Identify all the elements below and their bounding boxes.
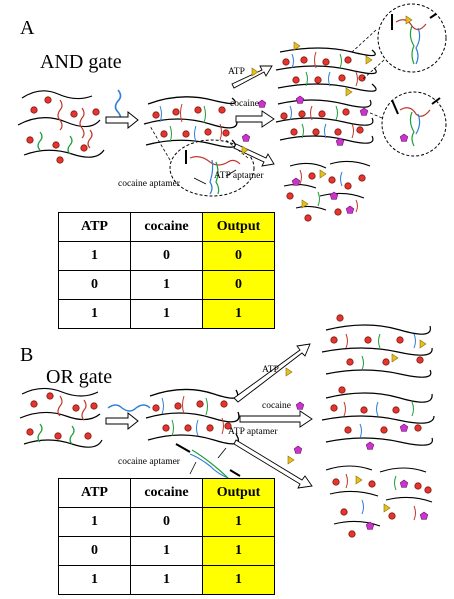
table-row: 1 0 1 (58, 507, 275, 537)
cell-output: 1 (202, 565, 275, 595)
panel-b-letter: B (20, 344, 34, 366)
cell-output: 1 (202, 536, 275, 566)
panel-a-gate-title: AND gate (40, 51, 122, 73)
panel-a-truth-table: ATP cocaine Output 1 0 0 0 1 0 1 1 1 (58, 212, 275, 329)
table-row: 1 1 1 (58, 565, 275, 595)
panel-a-central-gel (143, 96, 238, 148)
header-cocaine: cocaine (130, 212, 203, 242)
cell-cocaine: 1 (130, 270, 203, 300)
cell-cocaine: 1 (130, 536, 203, 566)
table-header-row: ATP cocaine Output (58, 478, 275, 508)
panel-a-initial-mixture (17, 90, 105, 158)
table-row: 1 1 1 (58, 299, 275, 329)
header-output: Output (202, 478, 275, 508)
cell-output: 0 (202, 241, 275, 271)
cell-atp: 1 (58, 507, 131, 537)
cell-cocaine: 0 (130, 241, 203, 271)
cell-atp: 1 (58, 241, 131, 271)
table-row: 1 0 0 (58, 241, 275, 271)
cell-output: 1 (202, 299, 275, 329)
header-cocaine: cocaine (130, 478, 203, 508)
cell-atp: 0 (58, 536, 131, 566)
header-atp: ATP (58, 478, 131, 508)
panel-a-cocaine-aptamer-label: cocaine aptamer (118, 179, 180, 189)
cell-cocaine: 1 (130, 565, 203, 595)
panel-b-atp-aptamer-label: ATP aptamer (228, 427, 278, 437)
header-atp: ATP (58, 212, 131, 242)
cell-output: 1 (202, 507, 275, 537)
table-header-row: ATP cocaine Output (58, 212, 275, 242)
header-output: Output (202, 212, 275, 242)
panel-b-truth-table: ATP cocaine Output 1 0 1 0 1 1 1 1 1 (58, 478, 275, 595)
table-row: 0 1 1 (58, 536, 275, 566)
panel-a-atp-label: ATP (228, 67, 245, 77)
panel-b-cocaine-aptamer-label: cocaine aptamer (118, 457, 180, 467)
cell-atp: 0 (58, 270, 131, 300)
panel-b-gate-title: OR gate (46, 366, 113, 388)
panel-b-cocaine-label: cocaine (262, 401, 292, 411)
cell-atp: 1 (58, 565, 131, 595)
panel-a-artwork (17, 3, 447, 222)
panel-a-atp-aptamer-label: ATP aptamer (214, 171, 264, 181)
cell-atp: 1 (58, 299, 131, 329)
cell-output: 0 (202, 270, 275, 300)
cell-cocaine: 1 (130, 299, 203, 329)
panel-a-cocaine-label: cocaine (230, 99, 260, 109)
panel-b-artwork (19, 314, 435, 538)
panel-b-atp-label: ATP (262, 365, 279, 375)
cell-cocaine: 0 (130, 507, 203, 537)
table-row: 0 1 0 (58, 270, 275, 300)
panel-a-letter: A (20, 17, 35, 39)
